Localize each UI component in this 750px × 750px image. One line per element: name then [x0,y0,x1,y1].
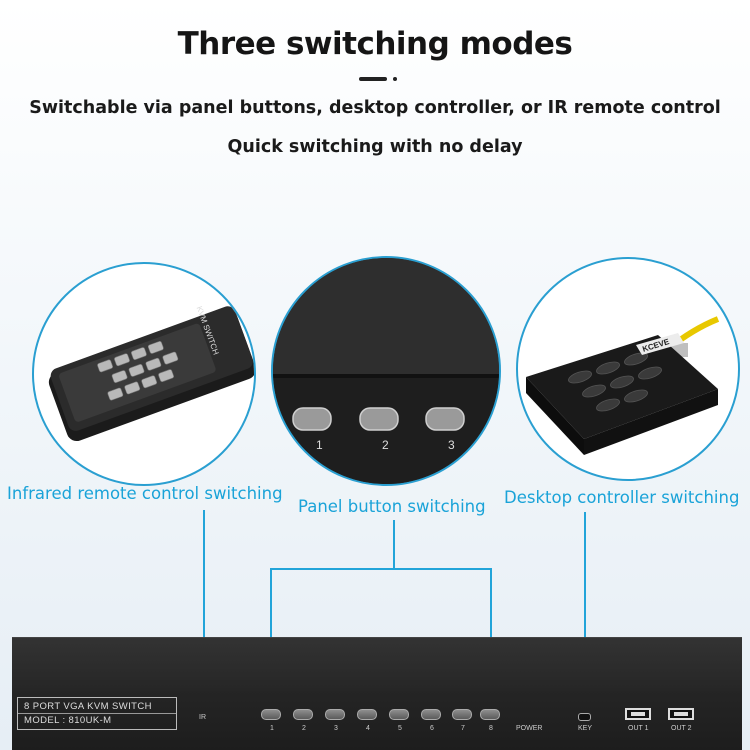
usb-port-out1[interactable] [625,708,651,720]
panel-button-label: 3 [448,438,455,452]
usb-port-out2[interactable] [668,708,694,720]
panel-zoom-icon [273,258,499,484]
device-top-face [12,638,742,691]
port-number: 8 [489,725,493,732]
panel-button-label: 1 [316,438,323,452]
port-button-8[interactable] [480,709,500,720]
device-name: 8 PORT VGA KVM SWITCH [24,701,152,712]
out1-label: OUT 1 [628,725,649,732]
key-label: KEY [578,725,593,732]
port-number: 5 [398,725,402,732]
desktop-controller-image: KCEVE [516,257,740,481]
nameplate-divider [18,713,176,714]
port-button-7[interactable] [452,709,472,720]
title-dot [393,77,397,81]
title-dash [359,77,387,81]
subtitle-modes: Switchable via panel buttons, desktop co… [29,98,721,118]
panel-buttons-image: 1 2 3 [271,256,501,486]
port-button-2[interactable] [293,709,313,720]
out2-label: OUT 2 [671,725,692,732]
port-number: 2 [302,725,306,732]
label-ir-remote: Infrared remote control switching [7,484,283,503]
port-button-5[interactable] [389,709,409,720]
port-button-6[interactable] [421,709,441,720]
kvm-switch-device [12,637,742,750]
subtitle-speed: Quick switching with no delay [227,137,523,157]
port-number: 7 [461,725,465,732]
label-panel-buttons: Panel button switching [298,497,486,516]
remote-control-icon [48,306,254,442]
desktop-controller-icon [526,316,720,455]
connector-line [584,512,586,708]
device-model: MODEL : 810UK-M [24,715,112,726]
port-number: 3 [334,725,338,732]
power-label: POWER [516,725,543,732]
remote-control-image: KVM SWITCH [32,262,256,486]
port-button-3[interactable] [325,709,345,720]
key-port[interactable] [578,713,591,721]
page-title: Three switching modes [177,26,573,62]
label-desktop-controller: Desktop controller switching [504,488,740,507]
panel-button-label: 2 [382,438,389,452]
device-nameplate: 8 PORT VGA KVM SWITCH MODEL : 810UK-M [17,697,177,730]
port-button-1[interactable] [261,709,281,720]
port-number: 1 [270,725,274,732]
port-button-4[interactable] [357,709,377,720]
connector-line [203,510,205,706]
connector-line [270,568,492,570]
port-number: 4 [366,725,370,732]
ir-sensor-label: IR [199,714,206,721]
connector-line [393,520,395,570]
port-number: 6 [430,725,434,732]
